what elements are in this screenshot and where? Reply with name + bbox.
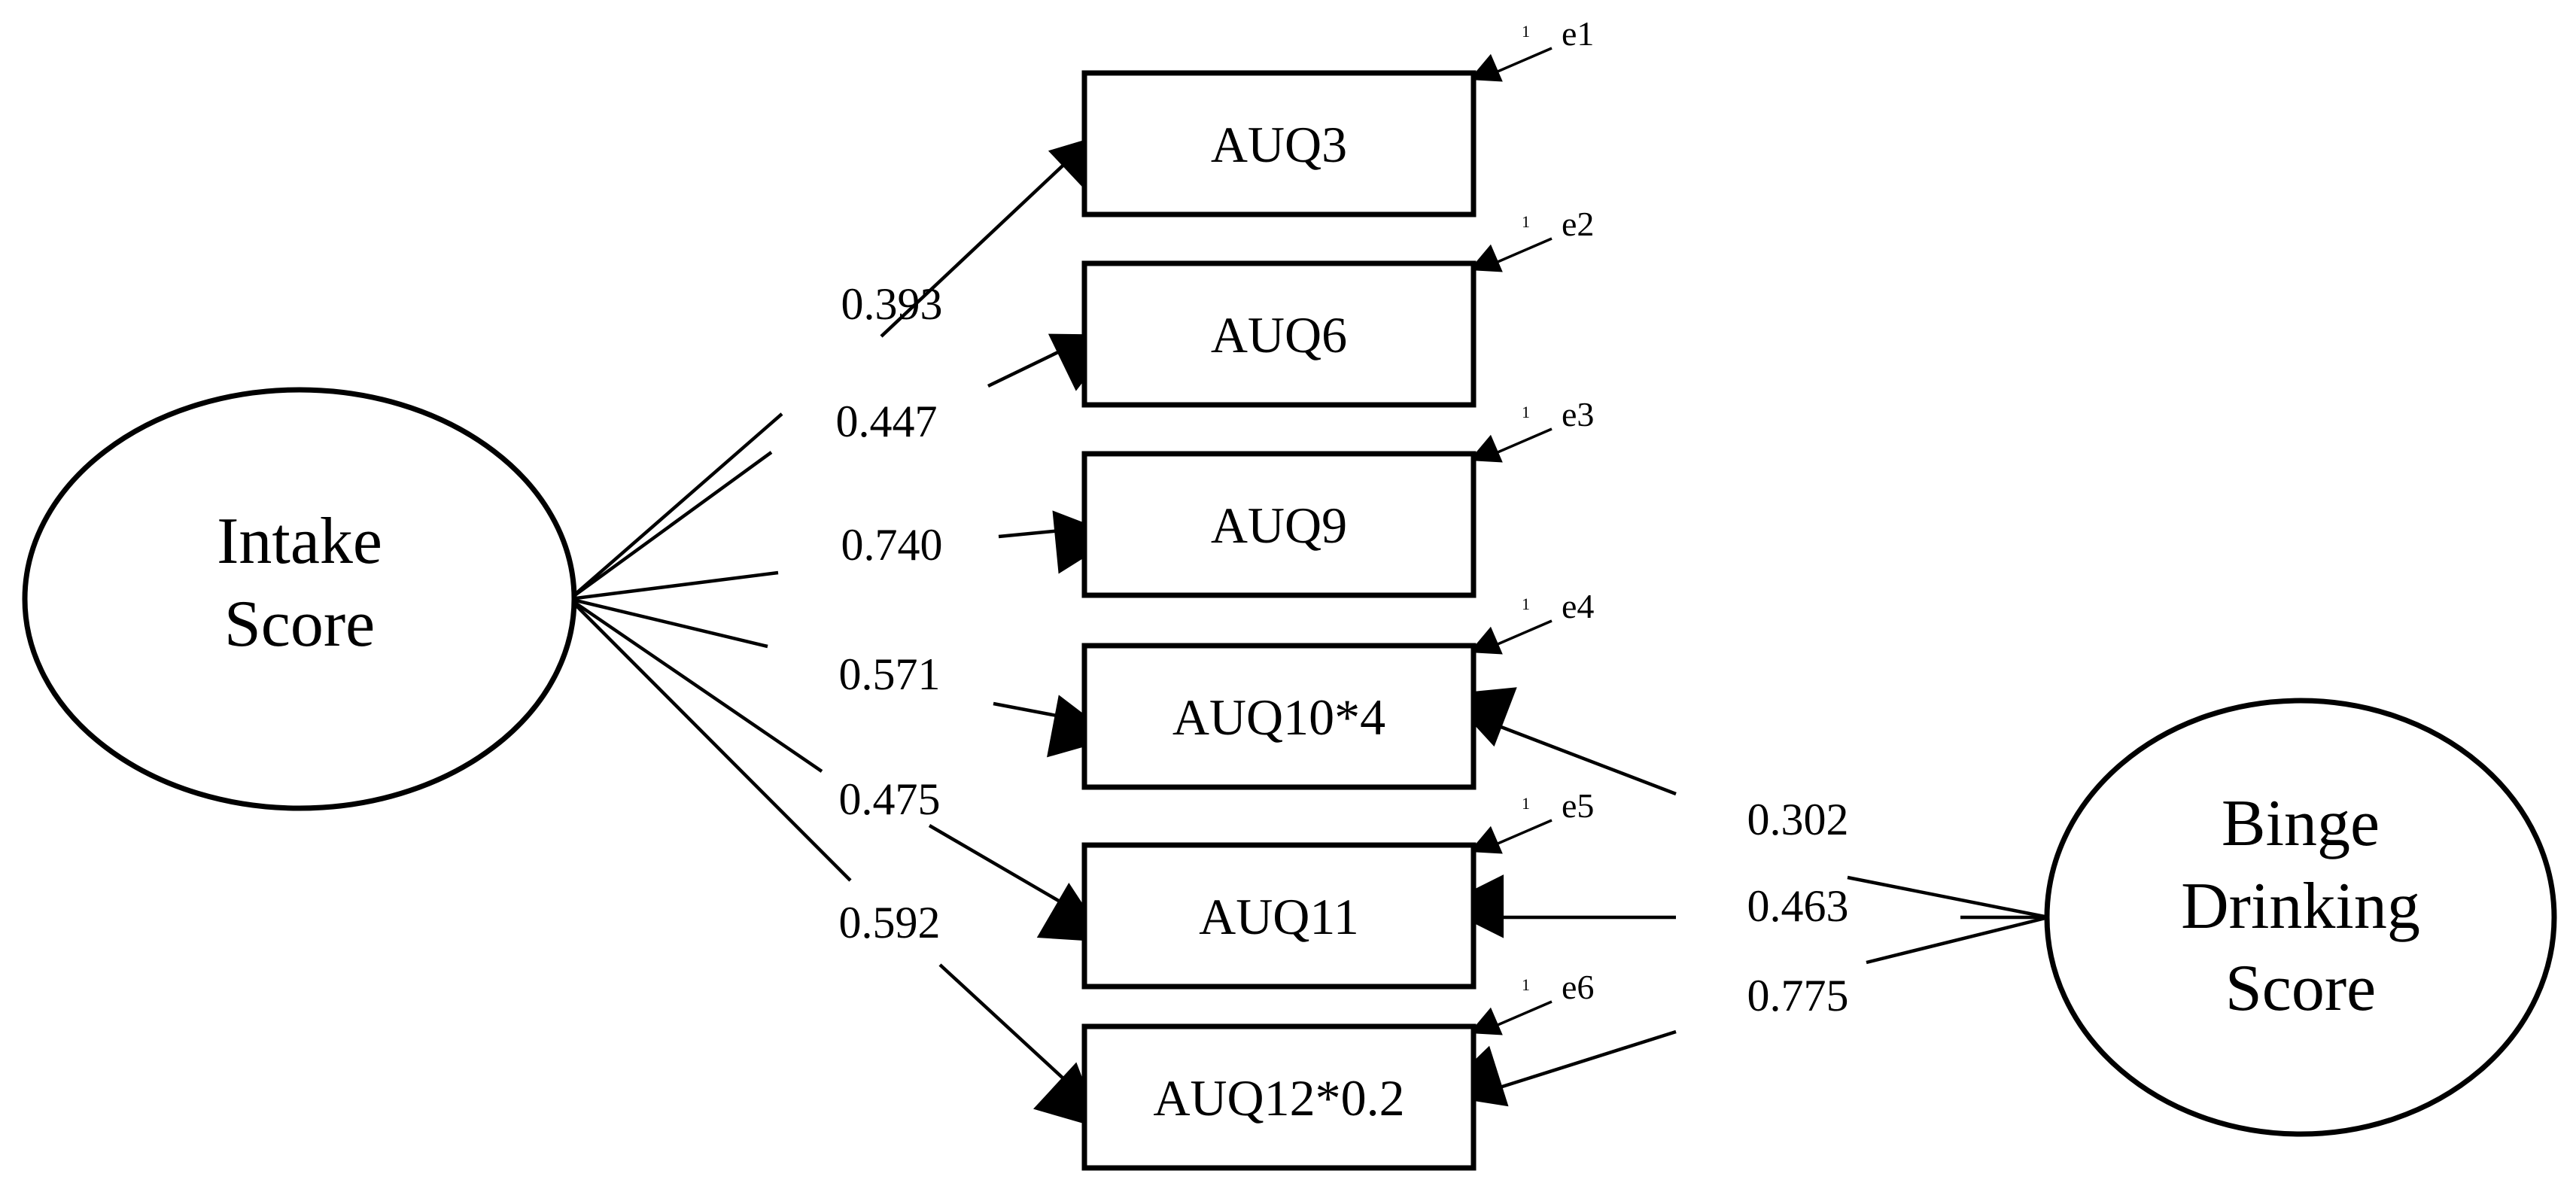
error-weight-label: 1 [1522,403,1530,421]
path-segment [569,570,779,601]
error-arrow [1469,619,1553,655]
path-segment [1446,687,1677,796]
path-coefficient-label: 0.447 [836,397,938,446]
indicator-box [1081,643,1477,790]
path-coefficient-label: 0.571 [839,649,941,699]
factor-binge-label-line: Drinking [2181,870,2420,943]
path-segment [987,333,1120,391]
indicator-auq9: AUQ9 [1081,451,1477,598]
path-segment [1847,875,2049,920]
indicator-label: AUQ9 [1211,497,1347,554]
path-segment [568,598,852,882]
path-segment [998,510,1119,574]
path-coefficient-label: 0.475 [839,774,941,824]
path-intake-auq6 [568,333,1120,601]
factor-binge-label-line: Binge [2222,787,2380,860]
path-segment [938,963,1102,1129]
path-intake-auq11 [568,598,1109,943]
error-term-label: e5 [1562,786,1594,825]
path-intake-auq12 [568,598,1102,1129]
indicator-box [1081,842,1477,990]
path-segment [568,598,823,773]
path-segment [1438,1029,1677,1107]
indicator-box [1081,70,1477,217]
indicator-auq11: AUQ11 [1081,842,1477,990]
indicator-auq10: AUQ10*4 [1081,643,1477,790]
path-segment [928,824,1109,943]
error-arrow [1469,819,1553,854]
error-arrow [1469,1000,1553,1035]
indicator-box [1081,451,1477,598]
indicator-auq3: AUQ3 [1081,70,1477,217]
path-coefficient-label: 0.393 [841,279,943,329]
error-term-label: e3 [1562,395,1594,433]
error-weight-label: 1 [1522,794,1530,813]
path-segment [568,412,783,601]
indicator-label: AUQ12*0.2 [1153,1069,1404,1127]
error-term-label: e6 [1562,968,1594,1006]
factor-intake-label-line: Intake [217,505,382,578]
path-intake-auq10 [569,597,1115,758]
path-segment [993,695,1115,758]
error-weight-label: 1 [1522,594,1530,613]
indicator-box [1081,260,1477,408]
indicator-label: AUQ3 [1211,116,1347,173]
indicator-box [1081,1023,1477,1171]
factor-binge-label-line: Score [2225,952,2376,1025]
error-term-label: e2 [1562,205,1594,243]
path-segment [569,597,768,649]
indicator-label: AUQ11 [1199,888,1359,945]
path-coefficient-label: 0.775 [1747,971,1849,1020]
path-intake-auq9 [569,510,1119,601]
error-arrow [1469,427,1553,463]
path-binge-auq12 [1438,915,2049,1107]
factor-intake-ellipse [22,387,577,811]
error-weight-label: 1 [1522,975,1530,994]
indicator-label: AUQ10*4 [1172,689,1385,746]
path-coefficient-label: 0.740 [841,520,943,570]
path-segment [880,130,1117,338]
error-term-label: e1 [1562,14,1594,53]
error-arrow [1469,237,1553,272]
error-weight-label: 1 [1522,212,1530,231]
path-coefficient-label: 0.592 [839,898,941,947]
path-segment [1866,915,2049,965]
indicator-auq12: AUQ12*0.2 [1081,1023,1477,1171]
factor-binge-ellipse [2044,698,2557,1137]
indicator-label: AUQ6 [1211,306,1347,363]
error-term-label: e4 [1562,587,1594,625]
path-intake-auq3 [568,130,1117,601]
path-coefficient-label: 0.463 [1747,881,1849,931]
error-weight-label: 1 [1522,22,1530,41]
path-coefficient-label: 0.302 [1747,795,1849,844]
indicator-auq6: AUQ6 [1081,260,1477,408]
path-binge-auq10 [1446,687,2049,920]
path-segment [568,451,773,601]
factor-intake-label-line: Score [224,588,375,661]
error-arrow [1469,47,1553,82]
